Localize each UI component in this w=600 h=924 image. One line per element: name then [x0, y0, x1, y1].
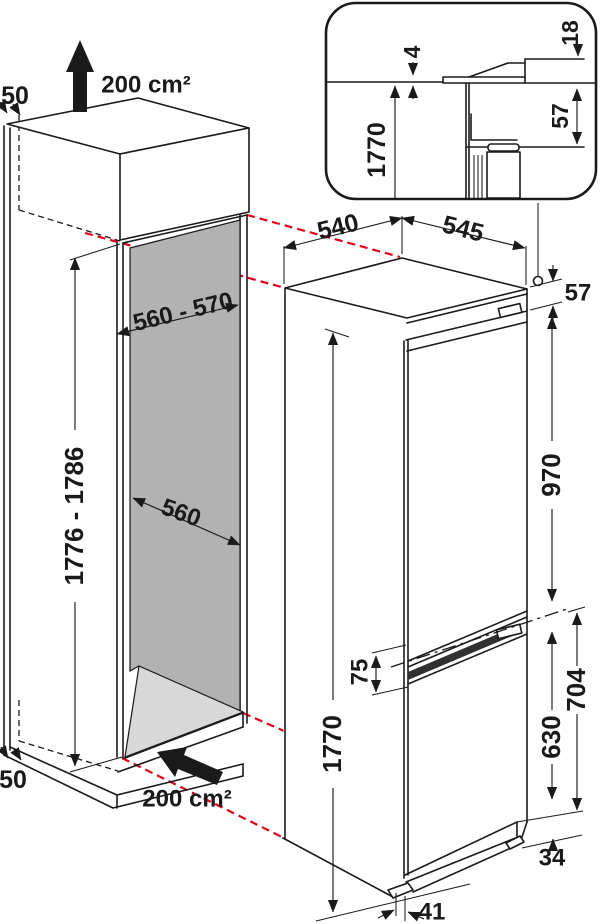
inset-hinge-plate	[487, 143, 520, 152]
dim-top-clearance: 57	[565, 280, 592, 307]
vent-up-arrow-icon	[66, 40, 94, 112]
upper-hinge-cap	[497, 302, 523, 319]
dim-fridge-width: 545	[439, 210, 486, 247]
label-vent-area-bottom: 200 cm²	[142, 786, 231, 813]
dim-rear-gap-bottom: 50	[0, 766, 27, 794]
dim-niche-height: 1776 - 1786	[59, 447, 89, 586]
dim-rear-gap-top: 50	[1, 82, 29, 110]
dim-plinth-height: 34	[539, 845, 566, 872]
dim-lower-door-height: 630	[536, 715, 566, 758]
dim-door-split-gap: 75	[347, 659, 374, 686]
dim-upper-door-height: 970	[536, 453, 566, 496]
door-handle-recess	[408, 628, 512, 680]
middle-hinge-cap	[495, 623, 523, 640]
dim-panel-thickness: 4	[399, 45, 425, 58]
dim-fridge-height: 1770	[317, 715, 347, 773]
top-vent-annotation: 50 200 cm²	[0, 40, 191, 116]
dim-worktop-thickness: 18	[557, 20, 583, 46]
detail-inset: 4 18 1770 57	[324, 1, 598, 201]
dim-fridge-depth: 540	[314, 208, 361, 245]
dim-foot-inset: 41	[419, 899, 446, 924]
dim-inset-top-clearance: 57	[547, 103, 573, 129]
top-box-front-face	[119, 127, 250, 241]
fridge-dimensions: 540 545 57 970 75 630 704 34	[283, 203, 592, 924]
label-vent-area-top: 200 cm²	[101, 72, 190, 99]
fridge-figure	[282, 257, 568, 899]
inset-door-section	[486, 151, 521, 199]
front-left-foot	[387, 882, 414, 899]
dim-inset-niche-height: 1770	[363, 122, 391, 178]
cabinet-niche-figure	[3, 97, 250, 809]
niche-floor	[124, 665, 245, 758]
bottom-vent-annotation: 50 200 cm²	[0, 745, 232, 813]
hinge-centerline	[390, 608, 568, 668]
front-right-foot	[505, 835, 525, 850]
vent-in-arrow-icon	[157, 747, 223, 785]
inset-frame	[324, 1, 598, 201]
dim-lower-section-height: 704	[561, 668, 591, 712]
